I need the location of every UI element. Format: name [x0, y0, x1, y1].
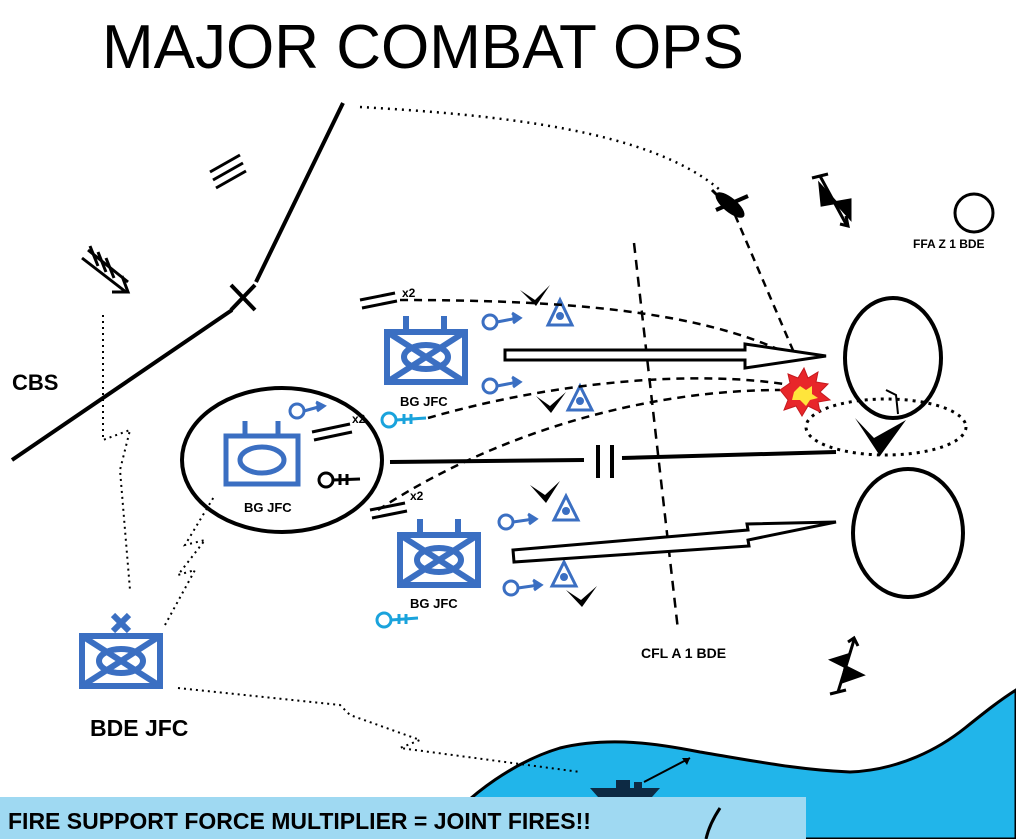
sensor-icon — [497, 512, 539, 531]
top-bg-label: BG JFC — [400, 394, 448, 409]
cfl-dashed-line — [632, 242, 680, 631]
x2-bottom-label: x2 — [410, 489, 424, 503]
comms-sea-line — [177, 687, 581, 773]
center-bg-area — [180, 386, 384, 534]
sensor-icon — [481, 311, 523, 331]
hash-mark-icon — [311, 422, 353, 442]
chevron-icon — [566, 586, 597, 607]
ffa-circle — [953, 192, 995, 234]
bde-unit-symbol — [79, 612, 163, 689]
chevron-icon — [520, 285, 550, 306]
cbs-boundary-line-upper — [254, 102, 345, 283]
footer-text: FIRE SUPPORT FORCE MULTIPLIER = JOINT FI… — [8, 808, 591, 834]
cbs-boundary-line — [10, 308, 234, 462]
objective-circle-bottom — [851, 467, 965, 599]
fire-arc-dashed — [427, 377, 791, 420]
chevron-icon — [536, 392, 566, 413]
bottom-bg-label: BG JFC — [410, 596, 458, 611]
comms-zigzag-line — [164, 494, 216, 626]
target-line-icon — [885, 389, 899, 415]
fire-arc-dashed — [399, 298, 791, 357]
hash-mark-icon — [209, 153, 247, 190]
sensor-icon — [375, 611, 419, 629]
center-bg-label: BG JFC — [244, 500, 292, 515]
bde-jfc-label: BDE JFC — [90, 715, 188, 741]
coastline-hook — [704, 807, 722, 839]
x2-mid-label: x2 — [352, 412, 366, 426]
hash-mark-icon — [359, 291, 398, 310]
aircraft-icon — [710, 188, 749, 218]
sensor-icon — [288, 400, 327, 420]
objective-circle-top — [843, 296, 943, 420]
ffa-label: FFA Z 1 BDE — [913, 237, 985, 251]
phase-line — [389, 458, 585, 464]
phase-line-right — [621, 450, 837, 460]
page-title: MAJOR COMBAT OPS — [102, 13, 744, 82]
x2-top-label: x2 — [402, 286, 416, 300]
air-route-dotted — [359, 105, 721, 191]
bowtie-symbol-icon — [811, 172, 852, 229]
cbs-label: CBS — [12, 370, 58, 395]
sensor-icon — [380, 411, 427, 429]
explosion-core-icon — [792, 386, 818, 406]
aircraft-attack-dashed — [733, 214, 797, 356]
observation-triangle-icon — [565, 382, 595, 412]
top-unit-symbol — [384, 316, 468, 385]
ship-icon — [590, 757, 691, 797]
observation-triangle-icon — [545, 296, 575, 327]
footer-band — [0, 797, 806, 839]
observation-triangle-icon — [549, 558, 579, 588]
chevron-icon — [530, 481, 560, 503]
bowtie-symbol-icon — [828, 635, 866, 696]
center-unit-symbol — [223, 421, 301, 487]
sensor-icon — [502, 578, 544, 597]
sensor-icon — [481, 375, 523, 395]
hash-mark-icon — [369, 501, 408, 520]
cfl-label: CFL A 1 BDE — [641, 645, 726, 661]
fire-arc-dashed — [377, 388, 781, 512]
observation-triangle-icon — [551, 492, 581, 522]
big-chevron-icon — [855, 418, 906, 456]
double-arrow-icon — [81, 245, 131, 294]
comms-dotted-line — [102, 315, 132, 591]
axis-arrow-top — [503, 342, 827, 370]
bottom-unit-symbol — [397, 519, 481, 588]
boundary-cross-icon — [229, 283, 257, 312]
sensor-icon — [317, 471, 361, 489]
axis-arrow-bottom — [511, 520, 837, 564]
objective-dotted-ellipse — [804, 397, 968, 457]
